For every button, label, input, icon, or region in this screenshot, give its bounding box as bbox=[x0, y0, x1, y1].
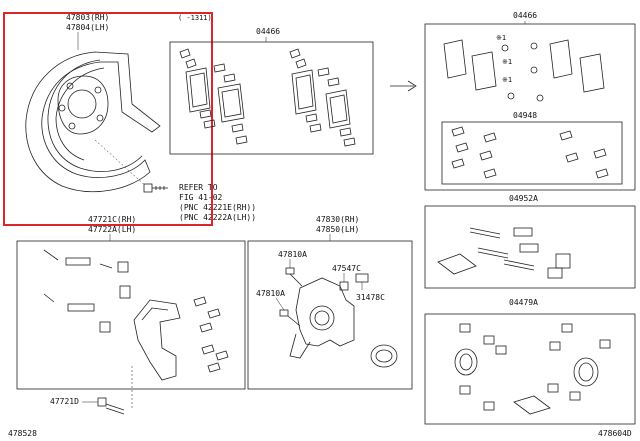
footer-right-code: 478604D bbox=[598, 429, 632, 438]
mounting-box bbox=[16, 240, 246, 390]
dust-cover-bolt[interactable] bbox=[143, 183, 168, 193]
pad-kit-left-parts[interactable] bbox=[179, 48, 356, 147]
dust-cover-part[interactable] bbox=[25, 51, 161, 193]
cylinder-kit-parts[interactable] bbox=[437, 227, 571, 279]
part-number-cylinder-kit[interactable]: 04952A bbox=[509, 194, 538, 203]
part-number-mount-bolt[interactable]: 47721D bbox=[50, 397, 79, 406]
seal-kit-parts[interactable] bbox=[454, 323, 611, 415]
part-number-mounting-rh[interactable]: 47721C(RH) bbox=[88, 215, 136, 224]
part-number-mounting-lh[interactable]: 47722A(LH) bbox=[88, 225, 136, 234]
pad-kit-right-parts[interactable]: ※1 ※1 ※1 bbox=[443, 34, 605, 102]
asterisk-note-3: ※1 bbox=[502, 76, 512, 84]
part-number-caliper-lh[interactable]: 47850(LH) bbox=[316, 225, 359, 234]
asterisk-note-2: ※1 bbox=[502, 58, 512, 66]
dust-cover-group[interactable]: 47803(RH) 47804(LH) REFER TO FIG 41-02 (… bbox=[25, 13, 256, 222]
part-number-seal-kit[interactable]: 04479A bbox=[509, 298, 538, 307]
part-number-bleeder-plug[interactable]: 47547C bbox=[332, 264, 361, 273]
refer-note-line3: (PNC 42221E(RH)) bbox=[179, 203, 256, 212]
pad-kit-box-right bbox=[424, 23, 636, 191]
part-number-pad-kit-right[interactable]: 04466 bbox=[513, 11, 537, 20]
refer-note-line4: (PNC 42222A(LH)) bbox=[179, 213, 256, 222]
part-number-bleeder-cap[interactable]: 31478C bbox=[356, 293, 385, 302]
cylinder-kit-box bbox=[424, 205, 636, 289]
caliper-parts[interactable] bbox=[275, 259, 398, 368]
asterisk-note-1: ※1 bbox=[496, 34, 506, 42]
highlight-box bbox=[3, 12, 213, 226]
part-number-dust-cover-rh[interactable]: 47803(RH) bbox=[66, 13, 109, 22]
part-number-caliper-rh[interactable]: 47830(RH) bbox=[316, 215, 359, 224]
refer-note-line1: REFER TO bbox=[179, 183, 218, 192]
fitting-kit-parts[interactable] bbox=[451, 126, 609, 179]
refer-note-line2: FIG 41-02 bbox=[179, 193, 223, 202]
arrow-right-icon bbox=[390, 80, 417, 92]
seal-kit-box bbox=[424, 313, 636, 425]
mount-bolt-part[interactable] bbox=[82, 397, 125, 415]
caliper-box bbox=[247, 240, 413, 390]
part-number-dust-cover-lh[interactable]: 47804(LH) bbox=[66, 23, 109, 32]
part-number-bolt-b[interactable]: 47810A bbox=[256, 289, 285, 298]
mounting-parts[interactable] bbox=[43, 249, 229, 410]
footer-left-code: 478528 bbox=[8, 429, 37, 438]
pad-kit-box-left bbox=[169, 41, 374, 155]
part-number-bolt-a[interactable]: 47810A bbox=[278, 250, 307, 259]
part-number-pad-kit-left[interactable]: 04466 bbox=[256, 27, 280, 36]
date-note: ( -1311) bbox=[178, 14, 212, 22]
fitting-kit-box bbox=[441, 121, 623, 185]
part-number-fitting-kit[interactable]: 04948 bbox=[513, 111, 537, 120]
